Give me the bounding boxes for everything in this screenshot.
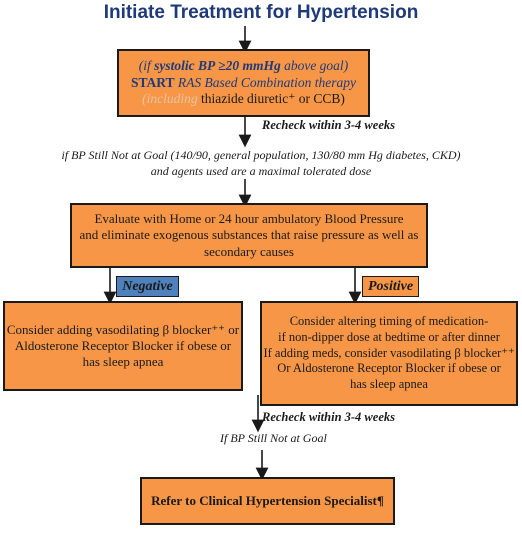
box1-line2: START RAS Based Combination therapy <box>130 74 357 90</box>
recheck-note-1: Recheck within 3-4 weeks <box>262 118 395 132</box>
recheck-note-2: Recheck within 3-4 weeks <box>262 410 395 424</box>
refer-specialist-box: Refer to Clinical Hypertension Specialis… <box>140 477 395 525</box>
box1-line3: (including thiazide diuretic⁺ or CCB) <box>142 91 345 107</box>
condition-note-1: if BP Still Not at Goal (140/90, general… <box>61 148 461 178</box>
positive-label: Positive <box>362 276 419 297</box>
negative-label: Negative <box>116 276 179 297</box>
page-title: Initiate Treatment for Hypertension <box>103 2 419 23</box>
box1-line1: (if systolic BP ≥20 mmHg above goal) <box>138 57 349 73</box>
positive-path-box: Consider altering timing of medication- … <box>260 301 518 406</box>
negative-path-box: Consider adding vasodilating β blocker⁺⁺… <box>3 301 243 391</box>
initial-treatment-box: (if systolic BP ≥20 mmHg above goal) STA… <box>117 49 370 117</box>
evaluate-box: Evaluate with Home or 24 hour ambulatory… <box>70 203 428 268</box>
condition-note-2: If BP Still Not at Goal <box>220 431 327 445</box>
